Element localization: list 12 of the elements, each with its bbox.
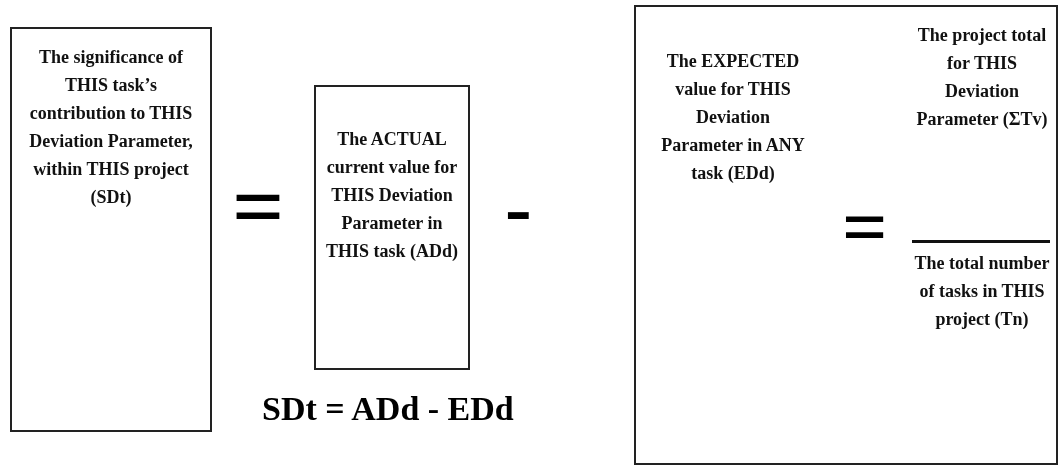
equals-sign: = [842, 187, 888, 267]
text-box [634, 5, 1058, 465]
box-text: The ACTUAL current value for THIS Deviation Parameter in THIS task (ADd) [325, 128, 459, 263]
formula: SDt = ADd - EDd [262, 392, 514, 426]
box-text: The significance of THIS task’s contribution to THIS Deviation Parameter, within THIS project (SDt) [28, 46, 194, 209]
box-text: The project total for THIS Deviation Parameter (ΣTv) [915, 24, 1049, 131]
text-box [314, 85, 470, 370]
text-box [10, 27, 212, 432]
minus-sign: - [505, 168, 532, 248]
box-text: The total number of tasks in THIS project (Tn) [913, 252, 1051, 331]
equals-sign: = [232, 160, 285, 252]
box-text: The EXPECTED value for THIS Deviation Parameter in ANY task (EDd) [660, 50, 806, 185]
